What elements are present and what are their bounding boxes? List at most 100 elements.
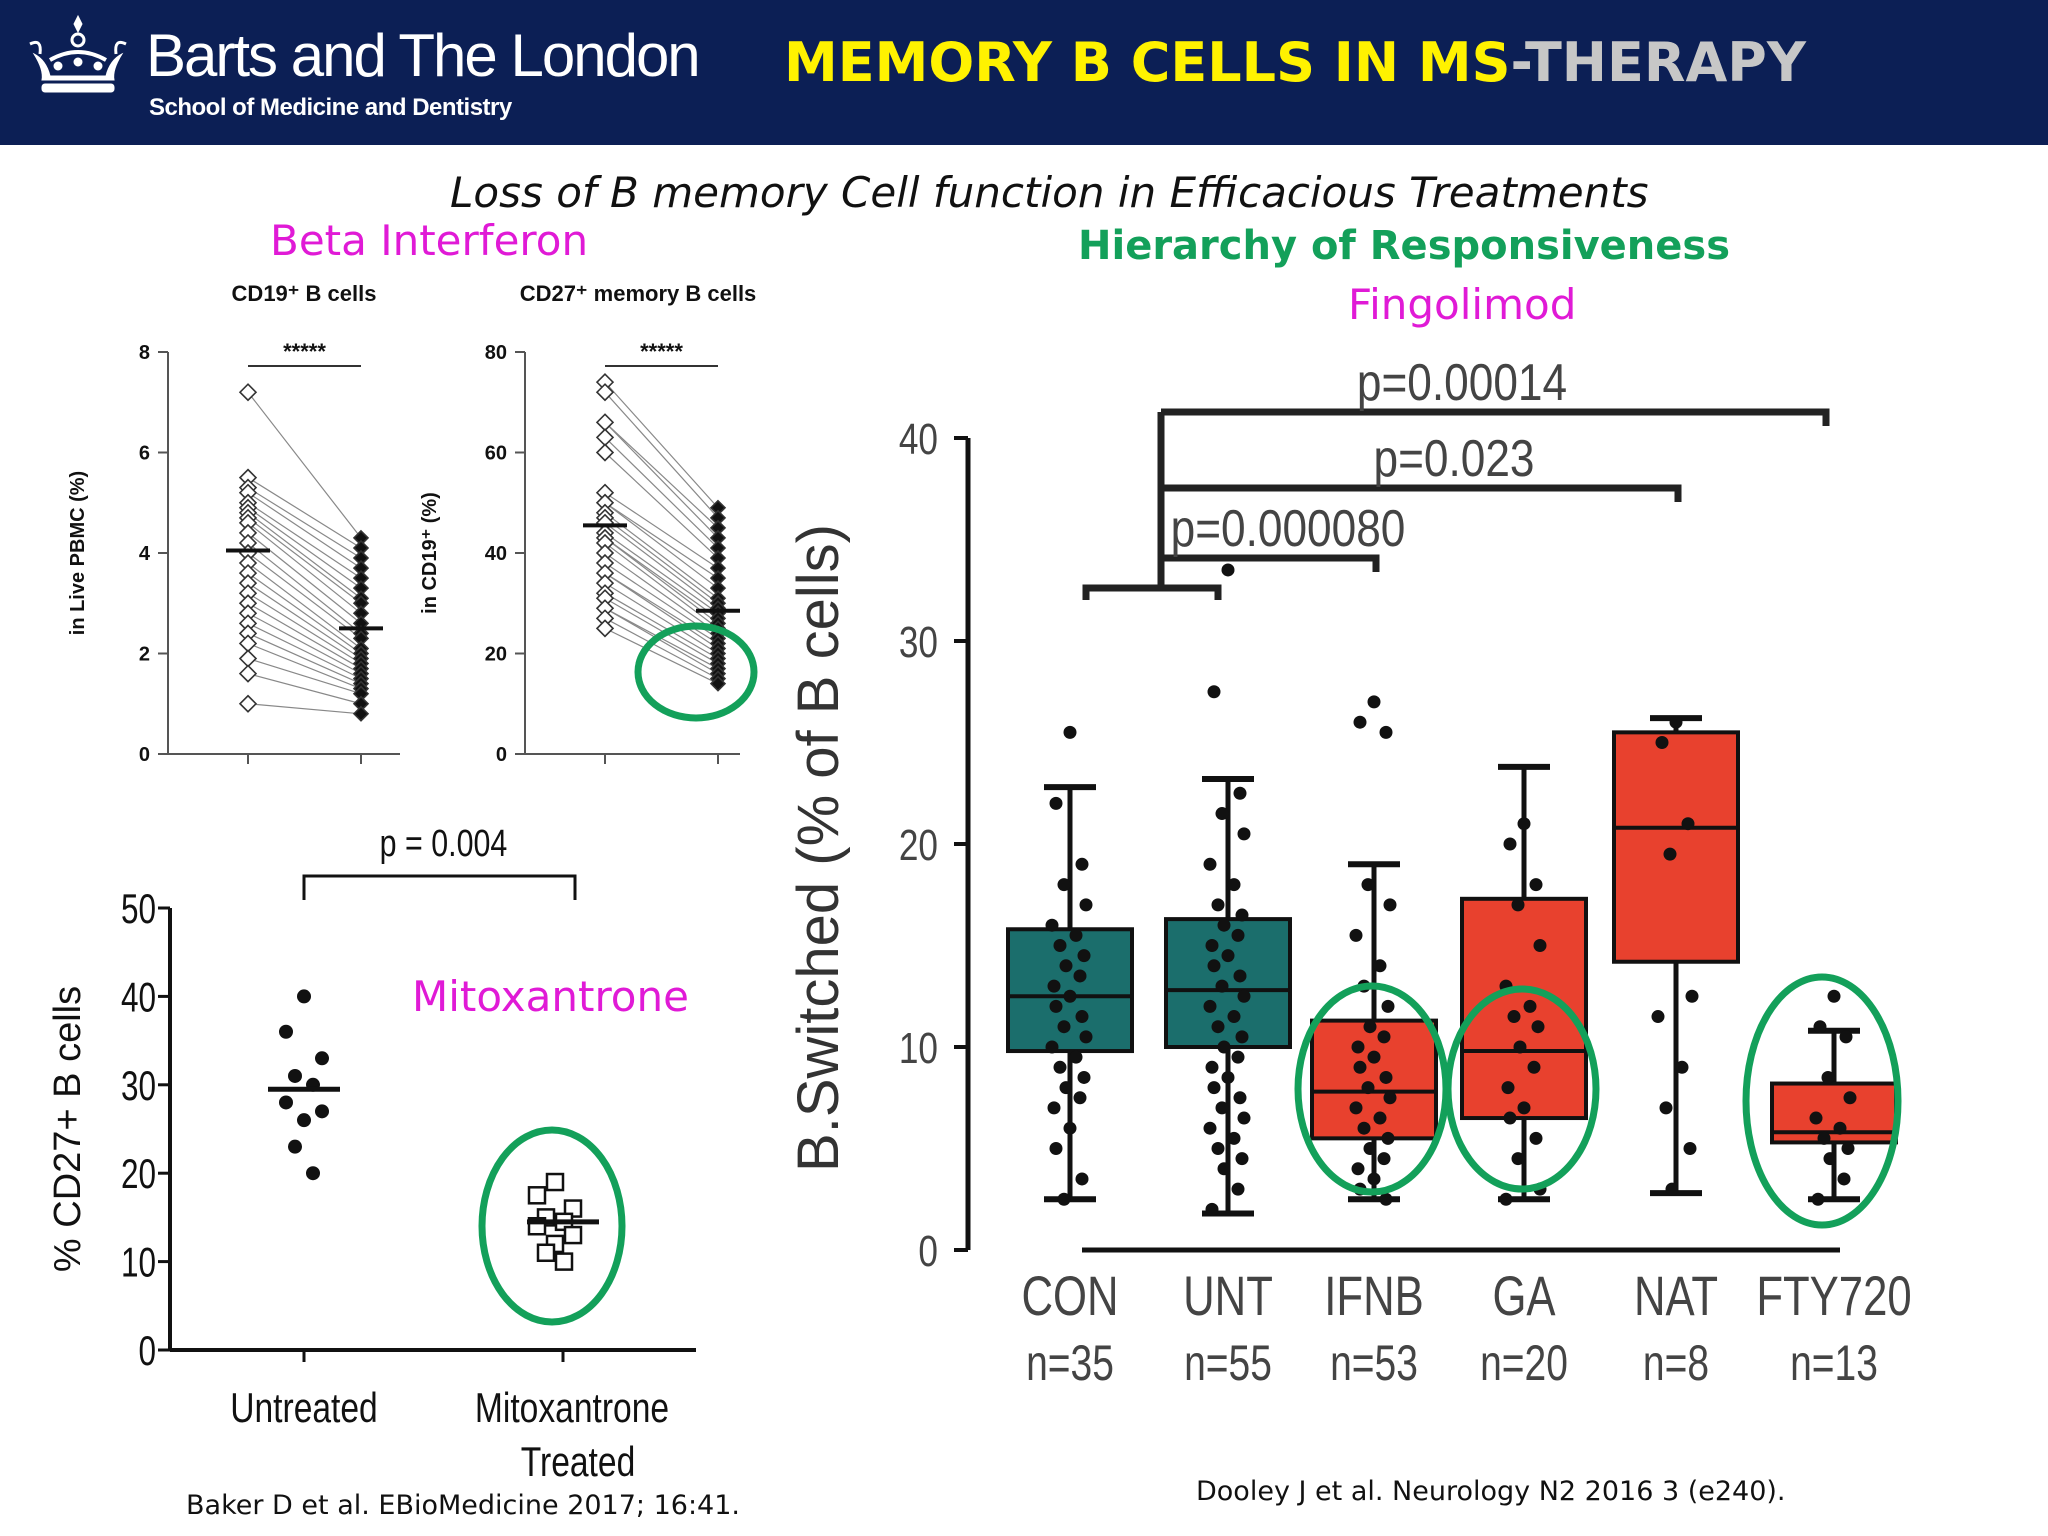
boxplot-point bbox=[1207, 685, 1221, 699]
boxplot-point bbox=[1233, 786, 1247, 800]
boxplot-point bbox=[1221, 1070, 1235, 1084]
panel3-xtick-label: Treated bbox=[521, 1440, 636, 1486]
panel3-ytick-label: 20 bbox=[121, 1150, 156, 1198]
boxplot-point bbox=[1351, 1040, 1365, 1054]
boxplot-point bbox=[1075, 1172, 1089, 1186]
panel2-pair-line bbox=[604, 537, 719, 619]
boxplot-point bbox=[1077, 1070, 1091, 1084]
boxplot-point bbox=[1381, 999, 1395, 1013]
boxplot-point bbox=[1809, 1111, 1823, 1125]
panel1-ytick-label: 6 bbox=[139, 443, 150, 465]
boxplot-point bbox=[1207, 959, 1221, 973]
panel1-ytick-label: 8 bbox=[139, 342, 150, 364]
boxplot-point bbox=[1685, 989, 1699, 1003]
panel2-pair-line bbox=[604, 421, 719, 529]
boxplot-point bbox=[1049, 1142, 1063, 1155]
slide-title: MEMORY B CELLS IN MS-THERAPY bbox=[784, 36, 1806, 90]
panel1-pair-line bbox=[247, 507, 362, 589]
boxplot-point bbox=[1377, 1152, 1391, 1166]
boxplot-point bbox=[1533, 939, 1547, 952]
panel2-point-before bbox=[595, 443, 615, 462]
panel1-title: CD19⁺ B cells bbox=[232, 281, 377, 306]
panel1-pair-line bbox=[247, 582, 362, 660]
panel3-ytick-label: 50 bbox=[121, 885, 156, 933]
boxplot-point bbox=[1529, 1131, 1543, 1145]
boxplot-point bbox=[1817, 1131, 1831, 1145]
boxplot-point bbox=[1663, 847, 1677, 861]
panel2-ytick-label: 40 bbox=[485, 543, 507, 565]
panel2-ytick-label: 20 bbox=[485, 644, 507, 666]
boxplot-point bbox=[1361, 1081, 1375, 1095]
panel2-pair-line bbox=[604, 572, 719, 644]
panel1-pair-line bbox=[247, 642, 362, 690]
boxplot-point bbox=[1059, 959, 1073, 973]
boxplot-point bbox=[1811, 1192, 1825, 1206]
boxplot-point bbox=[1233, 1091, 1247, 1105]
boxplot-point bbox=[1381, 1131, 1395, 1145]
boxplot-n-label: n=55 bbox=[1184, 1334, 1272, 1391]
panel3-point-mitoxantrone bbox=[545, 1172, 565, 1192]
panel1-pair-line bbox=[247, 592, 362, 665]
boxplot-point bbox=[1511, 898, 1525, 912]
boxplot-point bbox=[1501, 1081, 1515, 1095]
panel1-pair-line bbox=[247, 512, 362, 599]
boxplot-point bbox=[1379, 725, 1393, 739]
boxplot-point bbox=[1531, 1020, 1545, 1034]
panel1-pair-line bbox=[247, 542, 362, 634]
boxplot-point bbox=[1353, 1060, 1367, 1074]
boxplot-point bbox=[1231, 1182, 1245, 1196]
boxplot-point bbox=[1237, 989, 1251, 1003]
boxplot-point bbox=[1235, 908, 1249, 922]
boxplot-point bbox=[1839, 1030, 1853, 1044]
boxplot-point bbox=[1235, 1030, 1249, 1044]
boxplot-category-label: CON bbox=[1021, 1265, 1118, 1327]
panel1-point-before bbox=[238, 634, 258, 653]
crown-icon bbox=[29, 14, 127, 93]
boxplot-point bbox=[1079, 1030, 1093, 1044]
panel2-pair-line bbox=[604, 552, 719, 634]
boxplot-point bbox=[1211, 1020, 1225, 1034]
boxplot-point bbox=[1373, 959, 1387, 973]
boxplot-point bbox=[1217, 918, 1231, 932]
boxplot-point bbox=[1507, 1010, 1521, 1024]
panel2-pair-line bbox=[604, 421, 719, 539]
boxplot-point bbox=[1057, 1020, 1071, 1034]
boxplot-point bbox=[1367, 695, 1381, 709]
panel3-point-mitoxantrone bbox=[554, 1252, 574, 1271]
slide-title-main: MEMORY B CELLS IN MS bbox=[784, 31, 1511, 94]
boxplot-point bbox=[1215, 1101, 1229, 1115]
panel1-significance: ***** bbox=[283, 339, 326, 364]
boxplot-point bbox=[1077, 949, 1091, 963]
boxplot-point bbox=[1053, 1060, 1067, 1074]
boxplot-point bbox=[1063, 725, 1077, 739]
boxplot-point bbox=[1203, 999, 1217, 1013]
boxplot-point bbox=[1069, 1050, 1083, 1064]
panel2-title: CD27⁺ memory B cells bbox=[520, 281, 757, 306]
boxplot-category-label: UNT bbox=[1183, 1265, 1273, 1327]
boxplot-ytick-label: 20 bbox=[899, 821, 938, 870]
panel1-pair-line bbox=[247, 532, 362, 624]
boxplot-point bbox=[1833, 1121, 1847, 1135]
boxplot-point bbox=[1211, 898, 1225, 912]
boxplot-point bbox=[1205, 939, 1219, 952]
panel1-pair-line bbox=[247, 657, 362, 695]
boxplot-point bbox=[1681, 817, 1695, 831]
boxplot-point bbox=[1211, 1142, 1225, 1155]
boxplot-point bbox=[1215, 807, 1229, 821]
panel2-pair-line bbox=[604, 597, 719, 665]
boxplot-point bbox=[1513, 1040, 1527, 1054]
slide-title-suffix: -THERAPY bbox=[1510, 31, 1806, 94]
boxplot-point bbox=[1205, 1202, 1219, 1216]
boxplot-point bbox=[1363, 1142, 1377, 1155]
boxplot-point bbox=[1049, 999, 1063, 1013]
panel1-ytick-label: 0 bbox=[139, 744, 150, 766]
boxplot-category-label: IFNB bbox=[1324, 1265, 1423, 1327]
panel2-significance: ***** bbox=[640, 339, 683, 364]
boxplot-p-label: p=0.000080 bbox=[1171, 500, 1406, 558]
panel3-p-value: p = 0.004 bbox=[380, 823, 508, 865]
panel2-pair-line bbox=[604, 522, 719, 609]
panel1-ylabel: in Live PBMC (%) bbox=[67, 471, 89, 635]
boxplot-point bbox=[1527, 1060, 1541, 1074]
panel3-point-untreated bbox=[288, 1068, 302, 1083]
boxplot-point bbox=[1837, 1172, 1851, 1186]
